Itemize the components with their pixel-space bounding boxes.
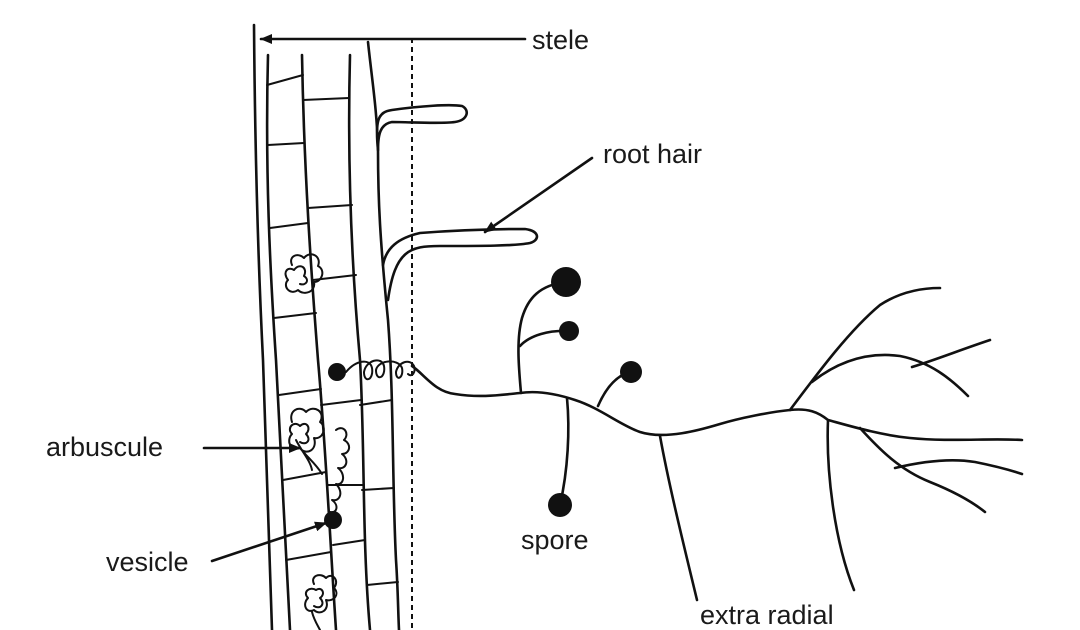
cell-wall-1: [265, 53, 292, 630]
hyphal-entry-dot: [328, 363, 346, 381]
cross-wall: [307, 204, 353, 209]
label-spore: spore: [521, 525, 589, 555]
stele-edge-line: [252, 23, 274, 630]
extra-radical-hyphae: [410, 280, 1024, 602]
cross-wall: [366, 581, 399, 586]
cross-wall: [332, 539, 366, 546]
hypha-branch: [810, 353, 970, 398]
arbuscule-middle: [288, 407, 325, 475]
arbuscule-upper: [284, 253, 324, 294]
epidermis-wall: [366, 40, 401, 630]
label-extra-radial: extra radial: [700, 600, 834, 630]
hypha-branch: [858, 426, 987, 514]
spore-large: [551, 267, 581, 297]
hypha-branch: [893, 459, 1024, 476]
hypha-branch: [558, 396, 570, 507]
arbuscule-coil: [329, 427, 350, 514]
cell-wall-3: [347, 53, 372, 630]
hypha-branch: [517, 280, 568, 395]
root-hair-lower: [381, 227, 539, 302]
root-hair-arrow: [483, 156, 594, 234]
cross-wall: [320, 399, 362, 406]
cross-wall: [282, 471, 327, 481]
spore-small: [559, 321, 579, 341]
label-stele: stele: [532, 25, 589, 55]
hypha-branch: [826, 418, 856, 592]
cross-wall: [267, 142, 305, 146]
root-hair-upper: [375, 103, 469, 152]
cross-wall: [285, 551, 332, 561]
label-arrows: [202, 34, 594, 563]
cross-wall: [269, 222, 309, 229]
hypha-branch: [658, 434, 699, 602]
cross-wall: [361, 487, 395, 491]
hypha-branch: [910, 338, 992, 369]
cross-wall: [266, 74, 304, 86]
cross-wall: [273, 312, 317, 319]
vesicle-arrow: [210, 521, 328, 563]
spore-right: [620, 361, 642, 383]
label-vesicle: vesicle: [106, 547, 189, 577]
hyphal-coil: [345, 359, 416, 381]
cross-wall: [359, 399, 393, 406]
arbuscule-lower: [304, 574, 338, 630]
main-hypha: [410, 364, 1024, 442]
spore-bottom: [548, 493, 572, 517]
vesicle-body: [324, 511, 342, 529]
cross-wall: [302, 97, 350, 101]
hypha-branch: [788, 286, 942, 412]
label-arbuscule: arbuscule: [46, 432, 163, 462]
arbuscules: [284, 253, 350, 630]
cell-wall-2: [300, 53, 338, 630]
root-hairs: [375, 103, 539, 302]
cell-cross-walls: [266, 74, 399, 586]
label-root-hair: root hair: [603, 139, 702, 169]
cross-wall: [278, 388, 322, 396]
